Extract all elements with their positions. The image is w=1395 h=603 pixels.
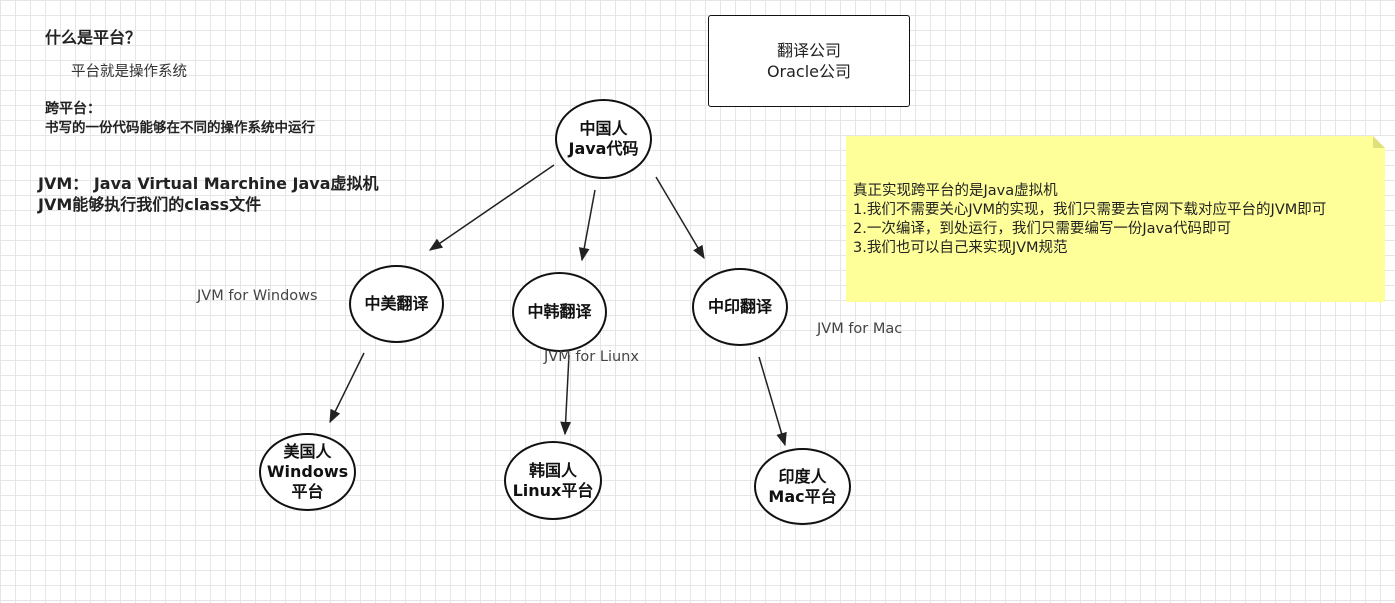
arrow-kr-to-target: [560, 354, 572, 436]
target-kr-line2: Linux平台: [512, 480, 594, 500]
cross-platform-title: 跨平台：: [45, 101, 101, 117]
jvm-definition: JVM： Java Virtual Marchine Java虚拟机: [38, 174, 379, 193]
translator-company-box: 翻译公司 Oracle公司: [708, 15, 910, 107]
sticky-note: 真正实现跨平台的是Java虚拟机 1.我们不需要关心JVM的实现，我们只需要去官…: [846, 136, 1385, 302]
note-body: 真正实现跨平台的是Java虚拟机 1.我们不需要关心JVM的实现，我们只需要去官…: [853, 182, 1326, 258]
target-us-line1: 美国人: [283, 442, 332, 461]
target-kr-line1: 韩国人: [528, 460, 577, 480]
arrow-source-to-in: [655, 176, 705, 260]
source-node-java-code: 中国人 Java代码: [555, 99, 652, 179]
jvm-mac-label: JVM for Mac: [817, 321, 903, 337]
jvm-linux-label: JVM for Liunx: [544, 349, 639, 365]
note-line: 3.我们也可以自己来实现JVM规范: [853, 240, 1068, 256]
jvm-description: JVM能够执行我们的class文件: [38, 195, 262, 214]
note-line: 真正实现跨平台的是Java虚拟机: [853, 183, 1058, 199]
source-node-line2: Java代码: [568, 139, 639, 158]
note-line: 2.一次编译，到处运行，我们只需要编写一份Java代码即可: [853, 221, 1231, 237]
target-node-in-mac: 印度人 Mac平台: [754, 448, 851, 525]
source-node-line1: 中国人: [579, 119, 628, 138]
target-us-line3: 平台: [291, 482, 324, 501]
arrow-source-to-kr: [578, 189, 596, 262]
translator-company-line1: 翻译公司: [776, 41, 841, 60]
note-folded-corner: [1373, 136, 1385, 148]
platform-definition: 平台就是操作系统: [71, 64, 187, 80]
target-in-line2: Mac平台: [768, 486, 837, 506]
translator-us-label: 中美翻译: [364, 294, 429, 313]
question-heading: 什么是平台？: [45, 28, 142, 47]
arrow-source-to-us: [428, 164, 555, 251]
translator-node-in: 中印翻译: [692, 268, 788, 346]
translator-kr-label: 中韩翻译: [527, 302, 592, 321]
cross-platform-description: 书写的一份代码能够在不同的操作系统中运行: [45, 120, 315, 136]
translator-node-kr: 中韩翻译: [512, 272, 607, 352]
target-node-us-windows: 美国人 Windows 平台: [259, 433, 356, 511]
note-line: 1.我们不需要关心JVM的实现，我们只需要去官网下载对应平台的JVM即可: [853, 202, 1327, 218]
arrow-in-to-target: [758, 356, 787, 447]
target-node-kr-linux: 韩国人 Linux平台: [504, 441, 602, 520]
jvm-windows-label: JVM for Windows: [197, 288, 318, 304]
target-us-line2: Windows: [266, 462, 349, 481]
translator-in-label: 中印翻译: [707, 297, 772, 316]
arrow-us-to-target: [329, 352, 365, 424]
translator-company-line2: Oracle公司: [766, 62, 852, 81]
translator-node-us: 中美翻译: [349, 265, 444, 343]
target-in-line1: 印度人: [778, 466, 827, 486]
